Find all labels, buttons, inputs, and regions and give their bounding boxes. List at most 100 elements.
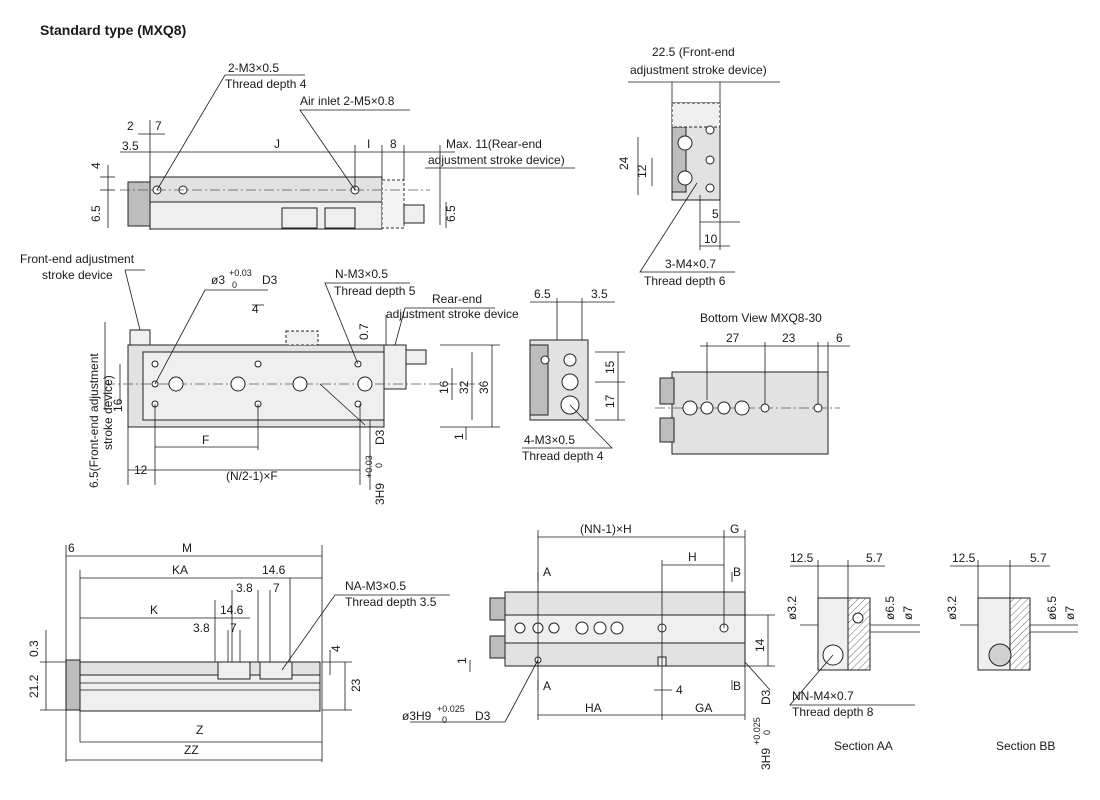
plan-big-1: [168, 376, 184, 392]
mid-hole-1: [563, 353, 577, 367]
dim-16-left: 16: [111, 398, 125, 412]
m4-thread-depth-label: Thread depth 6: [644, 274, 726, 288]
dim-10: 10: [704, 232, 718, 246]
dim-ZZ: ZZ: [184, 743, 199, 757]
dim-6-bottom: 6: [836, 331, 843, 345]
nm3-label: N-M3×0.5: [335, 267, 388, 281]
dim-3-5-mid: 3.5: [591, 287, 608, 301]
dim-7-lower-mid: 7: [230, 621, 237, 635]
dim-36: 36: [477, 380, 491, 394]
h9-tol-lower: 0: [374, 463, 384, 468]
section-bb-caption: Section BB: [996, 739, 1055, 753]
dim-I: I: [367, 137, 370, 151]
dim-G: G: [730, 522, 739, 536]
phi3h9-tol-upper: +0.025: [437, 704, 465, 714]
lower-center-view: (NN-1)×H G H A B A B 1 14 ø3H9 +0.025 0 …: [402, 522, 775, 770]
dim-12-plan: 12: [134, 463, 148, 477]
section-aa-view: 12.5 5.7 ø3.2 ø6.5 ø7 NN-M4×0.7 Thread d…: [785, 551, 920, 753]
m4-thread-label: 3-M4×0.7: [665, 257, 716, 271]
end-small-3: [705, 183, 715, 193]
end-small-2: [705, 155, 715, 165]
dim-21-2: 21.2: [27, 674, 41, 698]
nn-m4-depth-label: Thread depth 8: [792, 705, 874, 719]
dim-3-5: 3.5: [122, 139, 139, 153]
bottom-body: [671, 371, 829, 455]
plan-big-3: [292, 376, 308, 392]
top-stopper-block2: [324, 207, 356, 229]
dim-14-6-mid: 14.6: [220, 603, 244, 617]
bottom-view-title: Bottom View MXQ8-30: [700, 311, 822, 325]
dim-23-bottom: 23: [782, 331, 796, 345]
leader-rear: [394, 307, 495, 346]
phi3-label: ø3: [211, 273, 225, 287]
vert-front-adj-a: 6.5(Front-end adjustment: [87, 353, 101, 488]
phi3h9-label: ø3H9: [402, 709, 432, 723]
bottom-hole-3: [717, 401, 731, 415]
leader-m4: [639, 182, 735, 273]
lc-hole-4: [575, 621, 589, 635]
bottom-hole-1: [682, 400, 698, 416]
dim-6-5-mid: 6.5: [534, 287, 551, 301]
dim-NNH: (NN-1)×H: [580, 522, 632, 536]
dim-12-end: 12: [635, 164, 649, 178]
dim-14-6-top: 14.6: [262, 563, 286, 577]
leader-m3-4: [522, 404, 613, 449]
bottom-hole-6: [813, 403, 823, 413]
h9-lc-tol-lower: 0: [762, 730, 772, 735]
dim-phi3-2-bb: ø3.2: [945, 596, 959, 620]
dim-phi7-aa: ø7: [901, 606, 915, 620]
dim-3-8-mid: 3.8: [193, 621, 210, 635]
h9-label: 3H9: [373, 483, 387, 505]
plan-hole-7: [354, 400, 362, 408]
dim-8: 8: [390, 137, 397, 151]
h9-tol-upper: +0.03: [364, 455, 374, 478]
d3-label-lc-vert: D3: [759, 689, 773, 705]
bottom-view: Bottom View MXQ8-30 27 23 6: [655, 311, 850, 455]
dim-J: J: [274, 137, 280, 151]
bottom-end-1: [659, 377, 675, 405]
lc-hole-5: [593, 621, 607, 635]
m3-4-label: 4-M3×0.5: [524, 433, 575, 447]
dim-2: 2: [127, 119, 134, 133]
bottom-end-2: [659, 417, 675, 443]
h9-label-lc: 3H9: [759, 748, 773, 770]
bottom-hole-4: [734, 400, 750, 416]
mid-hole-4: [540, 355, 550, 365]
bottom-hole-2: [700, 401, 714, 415]
plan-rear-device: [383, 344, 407, 390]
rear-adjust-device: [381, 179, 405, 229]
dim-1-plan: 1: [452, 433, 466, 440]
na-m3-label: NA-M3×0.5: [345, 579, 406, 593]
plan-hole-1: [151, 360, 159, 368]
leader-nm3: [324, 282, 410, 365]
dim-1-lc: 1: [455, 657, 469, 664]
dim-0-3: 0.3: [27, 640, 41, 657]
end-hole-2: [677, 170, 693, 186]
d3-label-side: D3: [373, 429, 387, 445]
dim-7-lower-top: 7: [273, 581, 280, 595]
leader-front-adj: [124, 269, 145, 331]
front-22-5-b: adjustment stroke device): [630, 63, 767, 77]
dim-M: M: [182, 541, 192, 555]
na-m3-depth-label: Thread depth 3.5: [345, 595, 437, 609]
mid-hole-2: [561, 373, 579, 391]
dim-phi7-bb: ø7: [1063, 606, 1077, 620]
dim-6-lower: 6: [68, 541, 75, 555]
front-adjust-device: [129, 329, 151, 346]
dim-N2F: (N/2-1)×F: [226, 469, 278, 483]
dim-12-5-bb: 12.5: [952, 551, 976, 565]
front-end-view: 22.5 (Front-end adjustment stroke device…: [617, 45, 780, 288]
top-side-view: 2-M3×0.5 Thread depth 4 Air inlet 2-M5×0…: [89, 61, 575, 230]
phi3-tol-lower: 0: [232, 280, 237, 290]
lower-side-view: 6 M KA 3.8 14.6 7 K 14.6 3.8 7 NA-M3×0.5…: [27, 541, 450, 762]
rear-adjust-nut: [403, 204, 425, 224]
leader-m3: [156, 74, 305, 191]
top-stopper-block: [281, 207, 318, 229]
leader-h9-lc: [744, 661, 771, 691]
dim-17: 17: [603, 394, 617, 408]
phi3h9-tol-lower: 0: [442, 715, 447, 725]
plan-rear-nut: [405, 349, 427, 365]
air-inlet-label: Air inlet 2-M5×0.8: [300, 94, 395, 108]
dim-24: 24: [617, 156, 631, 170]
